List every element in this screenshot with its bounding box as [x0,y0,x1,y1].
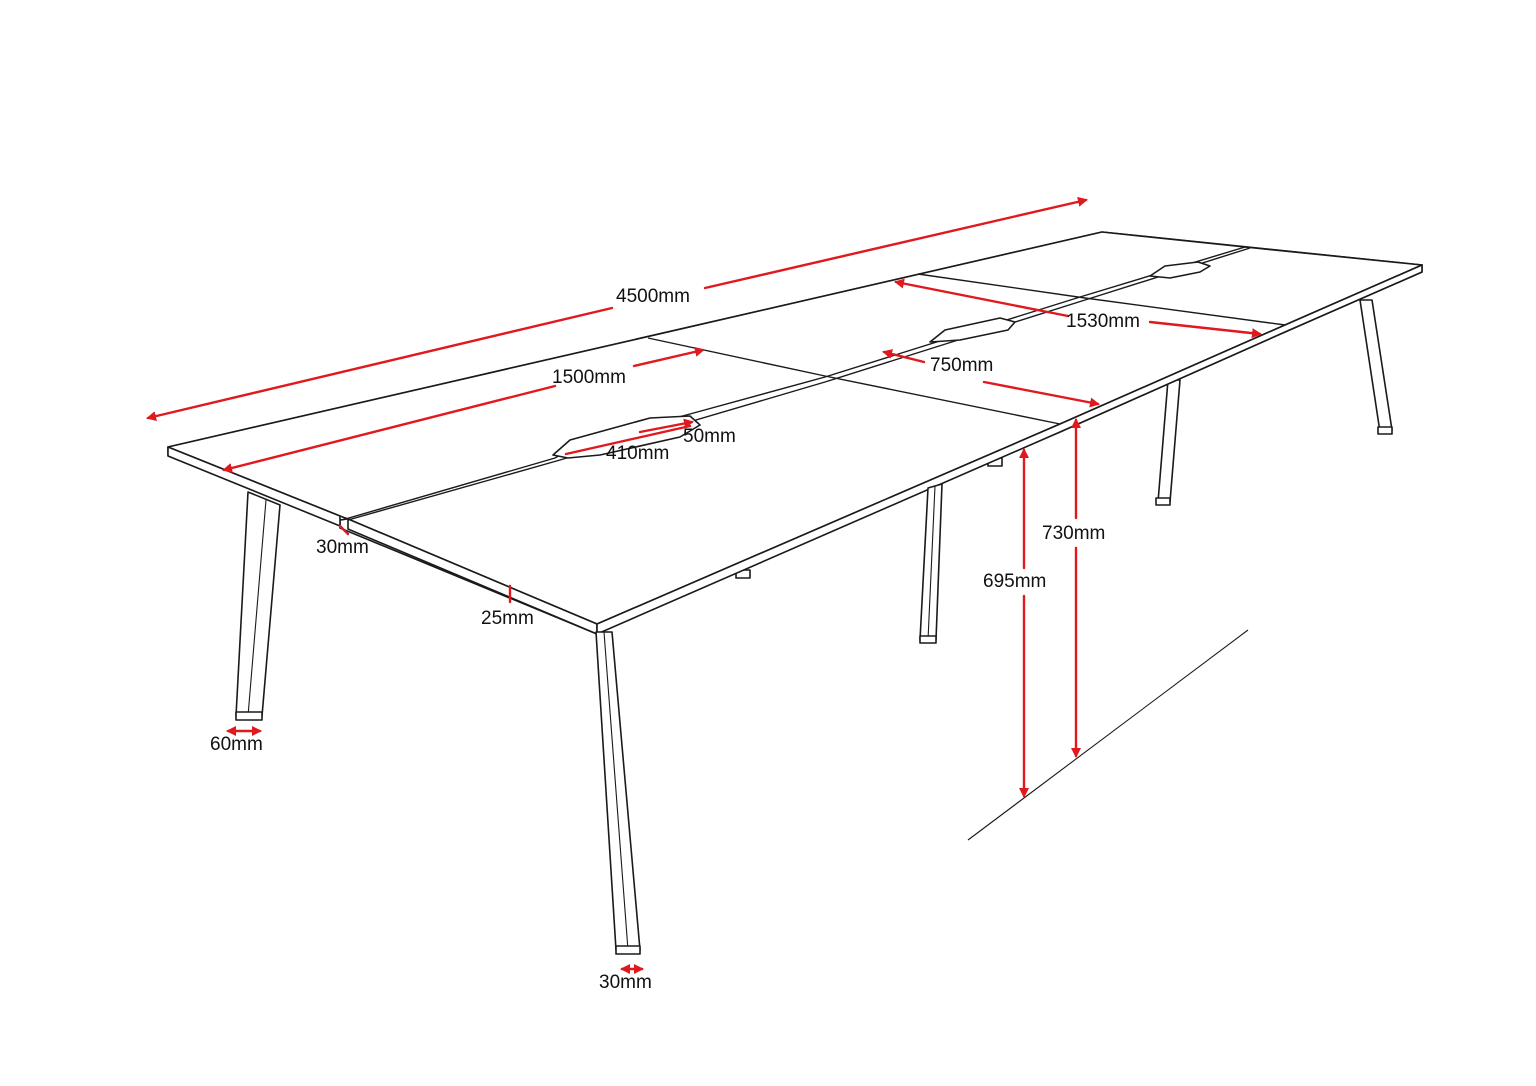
label-overall-height: 730mm [1042,523,1105,544]
seam-front-2 [1084,297,1286,326]
leg-front-mid [595,631,641,951]
arrow-module-length-right [632,346,705,368]
foot-back-right [1377,426,1393,435]
foot-front-left [235,711,263,721]
label-total-length: 4500mm [616,286,690,307]
floor-line [967,629,1249,841]
label-tray-width: 50mm [683,426,736,447]
front-legs [235,483,943,955]
label-tray-length: 410mm [606,443,669,464]
arrow-tray-width [638,418,694,434]
label-module-width: 1530mm [1066,311,1140,332]
arrow-half-depth-left [882,349,926,364]
label-module-length: 1500mm [552,367,626,388]
leg-back-right [1359,299,1393,433]
desk-top [167,231,1423,635]
seam-front-1 [824,375,1061,425]
arrow-module-width-right [1148,320,1262,339]
label-top-gap: 30mm [316,537,369,558]
seam-back-1 [647,337,826,377]
leg-front-left [235,491,281,717]
label-top-thickness: 25mm [481,608,534,629]
leg-back-mid [1157,379,1181,503]
label-half-depth: 750mm [930,355,993,376]
arrow-module-width-left [894,278,1070,318]
dimension-arrows [146,196,1262,974]
back-legs [735,299,1393,579]
foot-front-right [919,635,937,644]
arrow-module-length-left [222,384,557,473]
center-divider-2 [347,247,1251,521]
arrow-half-depth-right [982,380,1100,408]
arrow-tray-length [564,424,692,456]
cable-tray-back [1149,261,1211,279]
arrow-total-length-left [146,306,614,422]
cable-tray-middle [929,317,1016,343]
top-face [167,231,1423,625]
label-leg-width: 60mm [210,734,263,755]
dimension-labels: 4500mm 1500mm 1530mm 750mm 50mm 410mm 30… [210,286,1140,993]
top-right-edge [596,264,1423,635]
seam-back-2 [917,273,1086,299]
mark-top-gap [338,524,350,536]
foot-front-mid [615,945,641,955]
label-leg-depth: 30mm [599,972,652,993]
label-under-height: 695mm [983,571,1046,592]
arrow-total-length-right [703,196,1088,290]
foot-back-mid [1155,497,1171,506]
